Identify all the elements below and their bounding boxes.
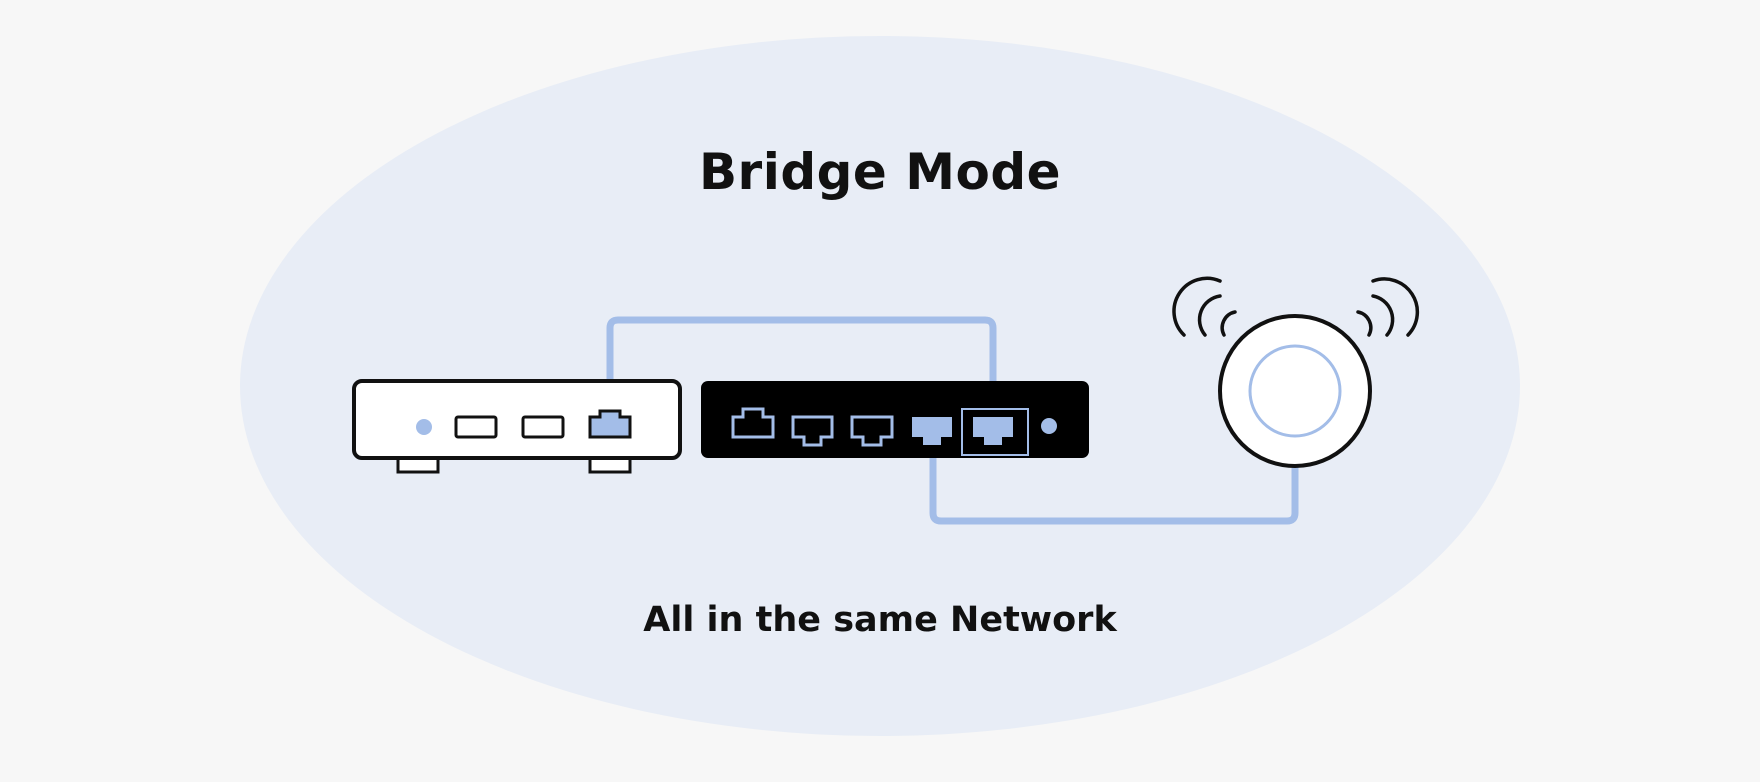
access-point-inner-ring (1248, 344, 1342, 438)
modem-status-led (416, 419, 432, 435)
link-modem-to-switch (606, 316, 997, 437)
modem-port-2 (521, 415, 565, 439)
modem-port-connected (588, 409, 632, 439)
switch-port-2 (791, 415, 834, 447)
wifi-signal-left-icon (1172, 276, 1237, 337)
switch-port-3 (850, 415, 894, 447)
switch-port-4-connected (912, 417, 952, 445)
modem-device (352, 379, 682, 474)
link-switch-to-access-point (929, 437, 1299, 525)
switch-port-highlight (961, 408, 1029, 456)
wifi-signal-right-icon (1356, 277, 1420, 337)
diagram-title: Bridge Mode (698, 143, 1062, 201)
switch-status-led (1041, 418, 1057, 434)
network-zone-label: All in the same Network (643, 600, 1117, 640)
modem-port-1 (454, 415, 498, 439)
switch-device (701, 381, 1089, 458)
access-point-device (1218, 314, 1372, 468)
switch-port-1 (731, 407, 775, 439)
switch-port-5-connected (973, 417, 1013, 445)
